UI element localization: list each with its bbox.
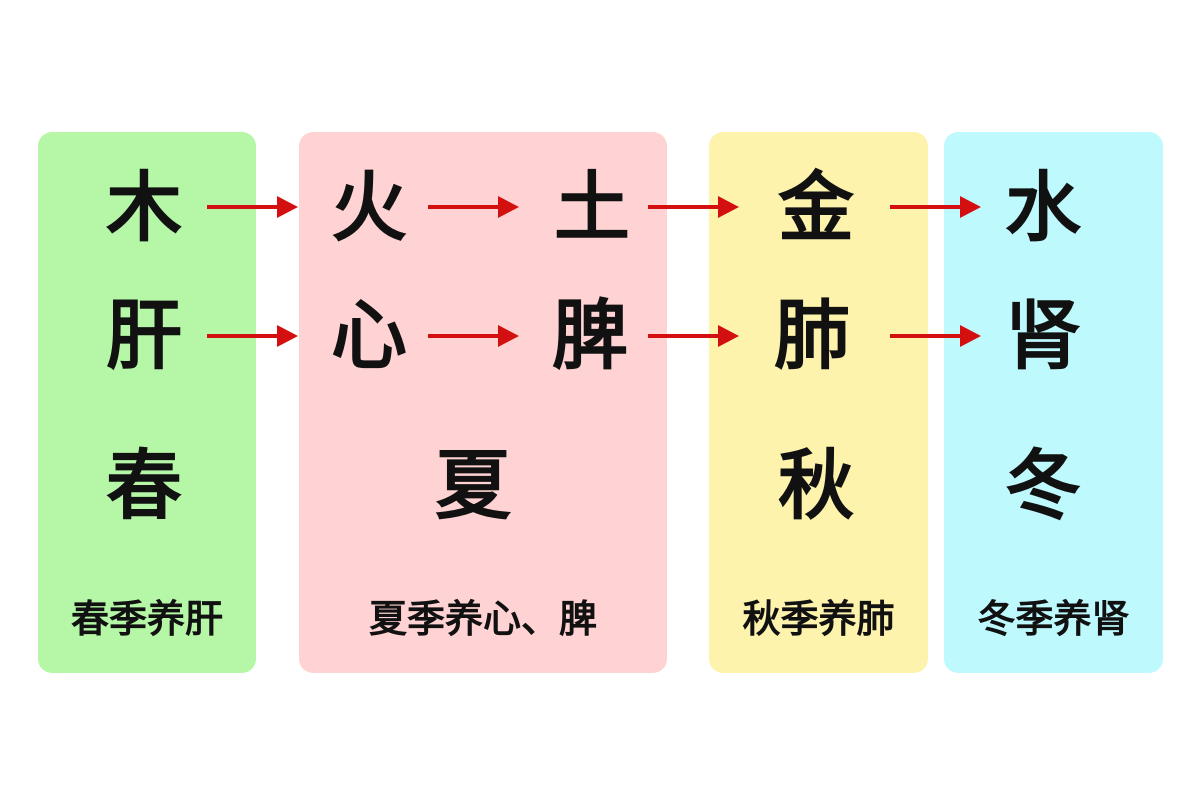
arrow-wood-fire [207, 196, 298, 218]
caption-spring: 春季养肝 [70, 597, 223, 641]
caption-autumn: 秋季养肺 [742, 597, 895, 641]
arrow-heart-spleen [428, 325, 519, 347]
arrow-liver-heart [207, 325, 298, 347]
organ-kidney: 肾 [1005, 291, 1081, 380]
element-earth: 土 [554, 163, 630, 252]
season-autumn: 秋 [778, 441, 854, 530]
panel-spring [38, 132, 256, 673]
panel-summer [299, 132, 667, 673]
caption-winter: 冬季养肾 [977, 597, 1130, 641]
organ-spleen: 脾 [552, 291, 628, 380]
arrow-fire-earth [428, 196, 519, 218]
panel-autumn [709, 132, 928, 673]
element-fire: 火 [331, 163, 407, 252]
element-arrows [207, 196, 981, 218]
organ-lung: 肺 [774, 291, 850, 380]
element-water: 水 [1005, 163, 1081, 252]
season-summer: 夏 [435, 441, 511, 530]
organ-arrows [207, 325, 981, 347]
season-winter: 冬 [1005, 441, 1081, 530]
element-metal: 金 [778, 163, 854, 252]
season-spring: 春 [106, 441, 182, 530]
organ-heart: 心 [331, 291, 407, 380]
panel-winter [944, 132, 1163, 673]
arrow-metal-water [890, 196, 981, 218]
arrow-earth-metal [648, 196, 739, 218]
element-wood: 木 [106, 163, 182, 252]
arrow-spleen-lung [648, 325, 739, 347]
caption-summer: 夏季养心、脾 [368, 597, 597, 641]
organ-liver: 肝 [106, 291, 182, 380]
arrow-lung-kidney [890, 325, 981, 347]
